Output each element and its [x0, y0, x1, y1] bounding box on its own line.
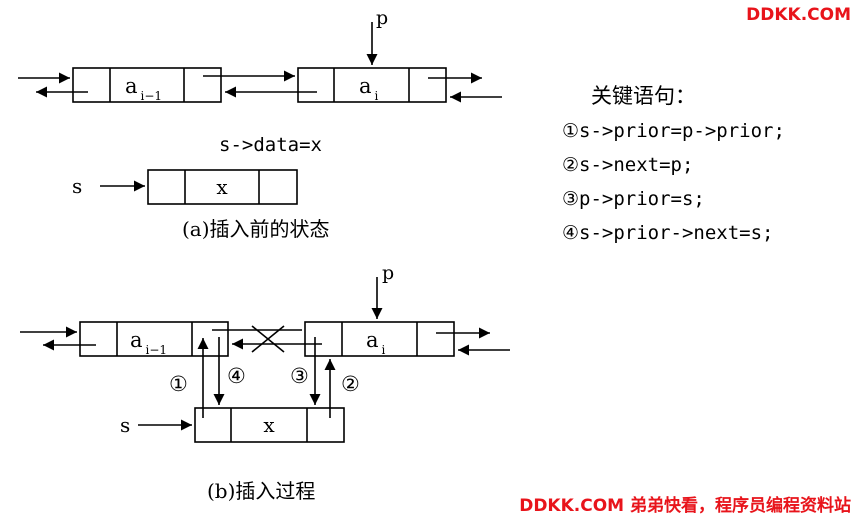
- step-1-label: ①: [169, 372, 188, 396]
- part-a: [18, 22, 502, 205]
- new-node-b: [194, 407, 345, 443]
- watermark-top: DDKK.COM: [746, 5, 851, 25]
- key-statements: 关键语句： ①s->prior=p->prior; ②s->next=p; ③p…: [562, 84, 785, 244]
- node-b-a-i-minus-1: [79, 321, 229, 357]
- statement-4: ④s->prior->next=s;: [562, 222, 774, 244]
- node-b-a-i: [304, 321, 455, 357]
- watermark-bottom: DDKK.COM 弟弟快看，程序员编程资料站: [519, 495, 851, 516]
- new-node-value-b: x: [263, 413, 275, 437]
- node-a-i-minus-1: [72, 67, 222, 103]
- caption-b: (b)插入过程: [207, 479, 315, 503]
- s-label-b: s: [120, 413, 130, 437]
- part-b: [20, 277, 510, 443]
- node-a-i: [297, 67, 447, 103]
- new-node-value-a: x: [216, 175, 228, 199]
- new-node-s: [147, 169, 298, 205]
- broken-link-cross: [251, 325, 285, 353]
- assign-statement: s->data=x: [219, 134, 322, 156]
- step-4-label: ④: [227, 364, 246, 388]
- step-2-label: ②: [341, 372, 360, 396]
- caption-a: (a)插入前的状态: [182, 217, 330, 241]
- statement-2: ②s->next=p;: [562, 154, 693, 176]
- p-label-b: p: [382, 262, 394, 284]
- step-3-label: ③: [290, 364, 309, 388]
- s-label-a: s: [72, 174, 82, 198]
- key-statements-title: 关键语句：: [591, 84, 696, 108]
- statement-3: ③p->prior=s;: [562, 188, 705, 210]
- statement-1: ①s->prior=p->prior;: [562, 120, 785, 142]
- p-label-a: p: [376, 7, 388, 29]
